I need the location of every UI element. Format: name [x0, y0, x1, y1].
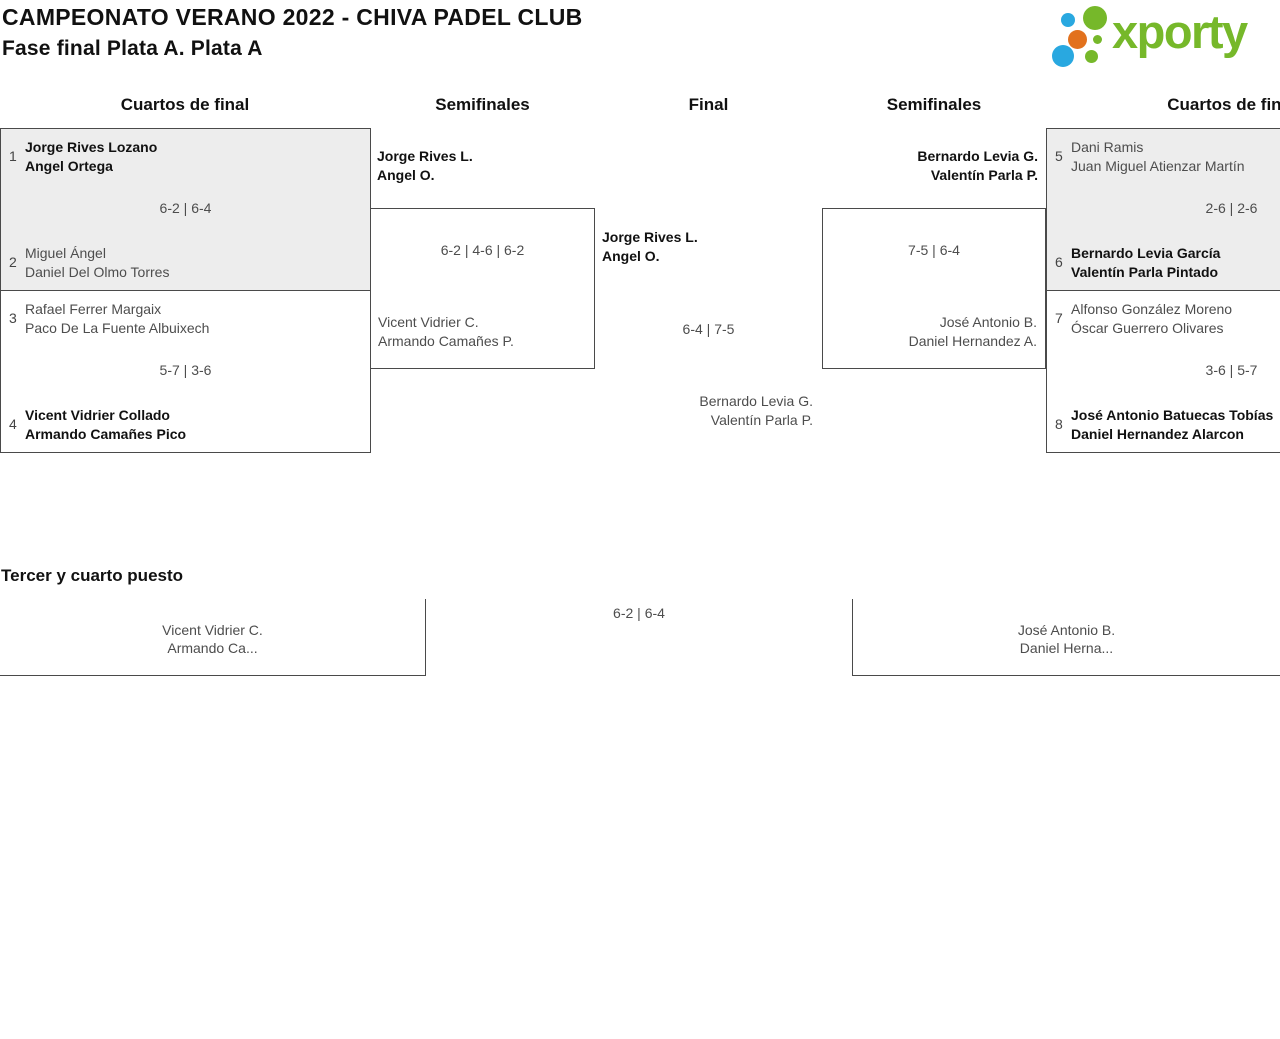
team-names: Dani Ramis Juan Miguel Atienzar Martín: [1071, 139, 1245, 174]
xporty-logo[interactable]: xporty: [1048, 5, 1280, 74]
seed-number: 3: [9, 310, 17, 326]
team-names-winner: José Antonio Batuecas Tobías Daniel Hern…: [1071, 407, 1274, 442]
logo-dot-orange-icon: [1068, 30, 1087, 49]
team-names: Alfonso González Moreno Óscar Guerrero O…: [1071, 301, 1233, 336]
round-header-semifinals-right: Semifinales: [886, 95, 982, 114]
third-place-slot-left: Vicent Vidrier C. Armando Ca...: [0, 599, 426, 676]
seed-number: 6: [1055, 254, 1063, 270]
page-subtitle: Fase final Plata A. Plata A: [2, 37, 263, 60]
match-box-sf-left: 6-2 | 4-6 | 6-2 Vicent Vidrier C. Armand…: [370, 208, 595, 369]
final-score: 6-4 | 7-5: [682, 321, 735, 337]
match-score: 3-6 | 5-7: [1205, 362, 1258, 378]
match-score: 7-5 | 6-4: [908, 242, 960, 258]
logo-dot-green-small-icon: [1085, 50, 1098, 63]
team-names-winner: Bernardo Levia García Valentín Parla Pin…: [1071, 245, 1221, 280]
team-names: Vicent Vidrier C. Armando Camañes P.: [378, 314, 514, 349]
match-score: 2-6 | 2-6: [1205, 200, 1258, 216]
third-place-slot-right: José Antonio B. Daniel Herna...: [852, 599, 1280, 676]
logo-dot-blue-large-icon: [1052, 45, 1074, 67]
match-box-qf2: 3 Rafael Ferrer Margaix Paco De La Fuent…: [0, 290, 371, 453]
seed-number: 1: [9, 148, 17, 164]
team-names-winner: Jorge Rives Lozano Angel Ortega: [25, 139, 158, 174]
logo-dot-blue-small-icon: [1061, 13, 1075, 27]
xporty-logo-text: xporty: [1112, 5, 1248, 58]
match-score: 6-2 | 6-4: [159, 200, 212, 216]
match-box-qf4: 7 Alfonso González Moreno Óscar Guerrero…: [1046, 290, 1280, 453]
match-score: 5-7 | 3-6: [159, 362, 212, 378]
team-names: José Antonio B. Daniel Herna...: [1017, 622, 1116, 656]
team-names: José Antonio B. Daniel Hernandez A.: [908, 314, 1037, 349]
seed-number: 2: [9, 254, 17, 270]
round-header-final: Final: [688, 95, 729, 114]
logo-dot-green-tiny-icon: [1093, 35, 1102, 44]
match-box-qf3: 5 Dani Ramis Juan Miguel Atienzar Martín…: [1046, 128, 1280, 291]
final-runner-up: Bernardo Levia G. Valentín Parla P.: [699, 393, 813, 428]
round-header-semifinals-left: Semifinales: [435, 95, 530, 114]
round-header-quarterfinals-right: Cuartos de final: [1167, 95, 1280, 114]
team-names-winner: Vicent Vidrier Collado Armando Camañes P…: [25, 407, 187, 442]
match-box-sf-right: 7-5 | 6-4 José Antonio B. Daniel Hernand…: [822, 208, 1046, 369]
team-names: Miguel Ángel Daniel Del Olmo Torres: [25, 245, 170, 280]
seed-number: 5: [1055, 148, 1063, 164]
seed-number: 7: [1055, 310, 1063, 326]
third-place-score: 6-2 | 6-4: [613, 605, 665, 621]
seed-number: 8: [1055, 416, 1063, 432]
match-box-qf1: 1 Jorge Rives Lozano Angel Ortega 6-2 | …: [0, 128, 371, 291]
seed-number: 4: [9, 416, 17, 432]
round-header-quarterfinals-left: Cuartos de final: [120, 95, 250, 114]
final-winner: Jorge Rives L. Angel O.: [602, 229, 698, 264]
match-score: 6-2 | 4-6 | 6-2: [440, 242, 525, 258]
logo-dot-green-large-icon: [1083, 6, 1107, 30]
team-names: Vicent Vidrier C. Armando Ca...: [162, 622, 263, 656]
page-title: CAMPEONATO VERANO 2022 - CHIVA PADEL CLU…: [2, 4, 583, 30]
team-names: Rafael Ferrer Margaix Paco De La Fuente …: [25, 301, 210, 336]
semifinal-right-winner: Bernardo Levia G. Valentín Parla P.: [917, 148, 1038, 183]
third-place-heading: Tercer y cuarto puesto: [1, 566, 184, 585]
semifinal-left-winner: Jorge Rives L. Angel O.: [377, 148, 473, 183]
